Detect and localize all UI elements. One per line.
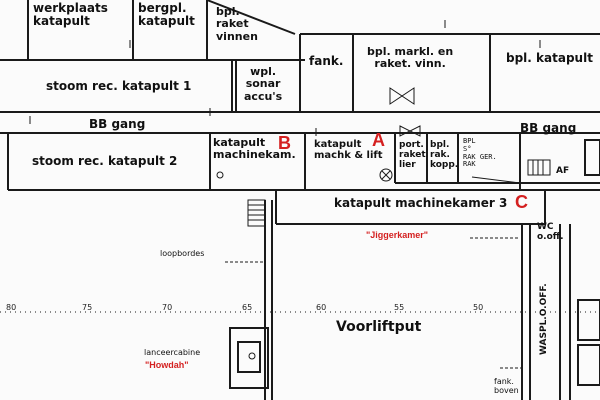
marker-b: B [278, 133, 291, 153]
frame-tick-60: 60 [316, 303, 327, 312]
label-loopbordes: loopbordes [160, 249, 205, 258]
room-bpl-rak-kopp-label: bpl. rak. kopp. [430, 140, 459, 171]
room-bpl-markl: bpl. markl. en raket. vinn. [367, 45, 454, 71]
fank-boven-label: fank. boven [494, 377, 519, 395]
label-jiggerkamer: "Jiggerkamer" [366, 230, 429, 240]
label-af: AF [556, 166, 570, 176]
room-katapult-machk-lift: katapult machk & lift [314, 139, 383, 161]
room-wc: WC o.off. [537, 222, 564, 242]
room-stoom-rec-2: stoom rec. katapult 2 [32, 154, 178, 168]
label-voorliftput: Voorliftput [336, 319, 422, 335]
room-katapult-machinekam: katapult machinekam. [213, 136, 296, 162]
label-lanceercabine: lanceercabine [144, 348, 201, 357]
room-wpl-sonar: wpl. sonar accu's [244, 65, 283, 103]
handwritten-note: BPL S° RAK GER. RAK [463, 137, 497, 169]
frame-tick-70: 70 [162, 303, 173, 312]
room-machinekam-label: katapult machinekam. [213, 136, 296, 162]
label-waspl-o-off: WASPL.O.OFF. [539, 283, 549, 355]
handwritten-note-label: BPL S° RAK GER. RAK [463, 137, 497, 169]
room-wpl-sonar-label: wpl. sonar accu's [244, 65, 283, 103]
frame-tick-55: 55 [394, 303, 405, 312]
room-stoom-rec-1: stoom rec. katapult 1 [46, 79, 192, 93]
frame-tick-75: 75 [82, 303, 93, 312]
frame-tick-80: 80 [6, 303, 17, 312]
room-bergpl-label: bergpl. katapult [138, 1, 195, 29]
room-bergpl-katapult: bergpl. katapult [138, 1, 195, 29]
room-bpl-raket-vinnen: bpl. raket vinnen [216, 5, 258, 43]
corridor-bb-gang-left: BB gang [89, 117, 146, 131]
frame-tick-50: 50 [473, 303, 484, 312]
room-machk-lift-label: katapult machk & lift [314, 139, 383, 162]
label-howdah: "Howdah" [145, 360, 189, 370]
room-werkplaats-katapult: werkplaats katapult [33, 1, 108, 29]
room-port-raket-lier: port. raket lier [399, 140, 426, 170]
frame-tick-65: 65 [242, 303, 253, 312]
marker-a: A [372, 130, 385, 150]
room-fank: fank. [309, 54, 344, 68]
corridor-bb-gang-right: BB gang [520, 121, 577, 135]
room-katapult-machinekamer-3: katapult machinekamer 3 [334, 196, 508, 210]
room-bpl-rak-kopp: bpl. rak. kopp. [430, 140, 458, 170]
room-wc-label: WC o.off. [537, 222, 564, 243]
room-port-raket-label: port. raket lier [399, 140, 426, 171]
room-bpl-raket-label: bpl. raket vinnen [216, 5, 258, 43]
room-bpl-katapult: bpl. katapult [506, 51, 593, 65]
label-fank-boven: fank. boven [494, 377, 519, 396]
marker-c: C [515, 192, 528, 212]
room-werkplaats-label: werkplaats katapult [33, 1, 108, 29]
room-bpl-markl-label: bpl. markl. en raket. vinn. [367, 45, 454, 71]
